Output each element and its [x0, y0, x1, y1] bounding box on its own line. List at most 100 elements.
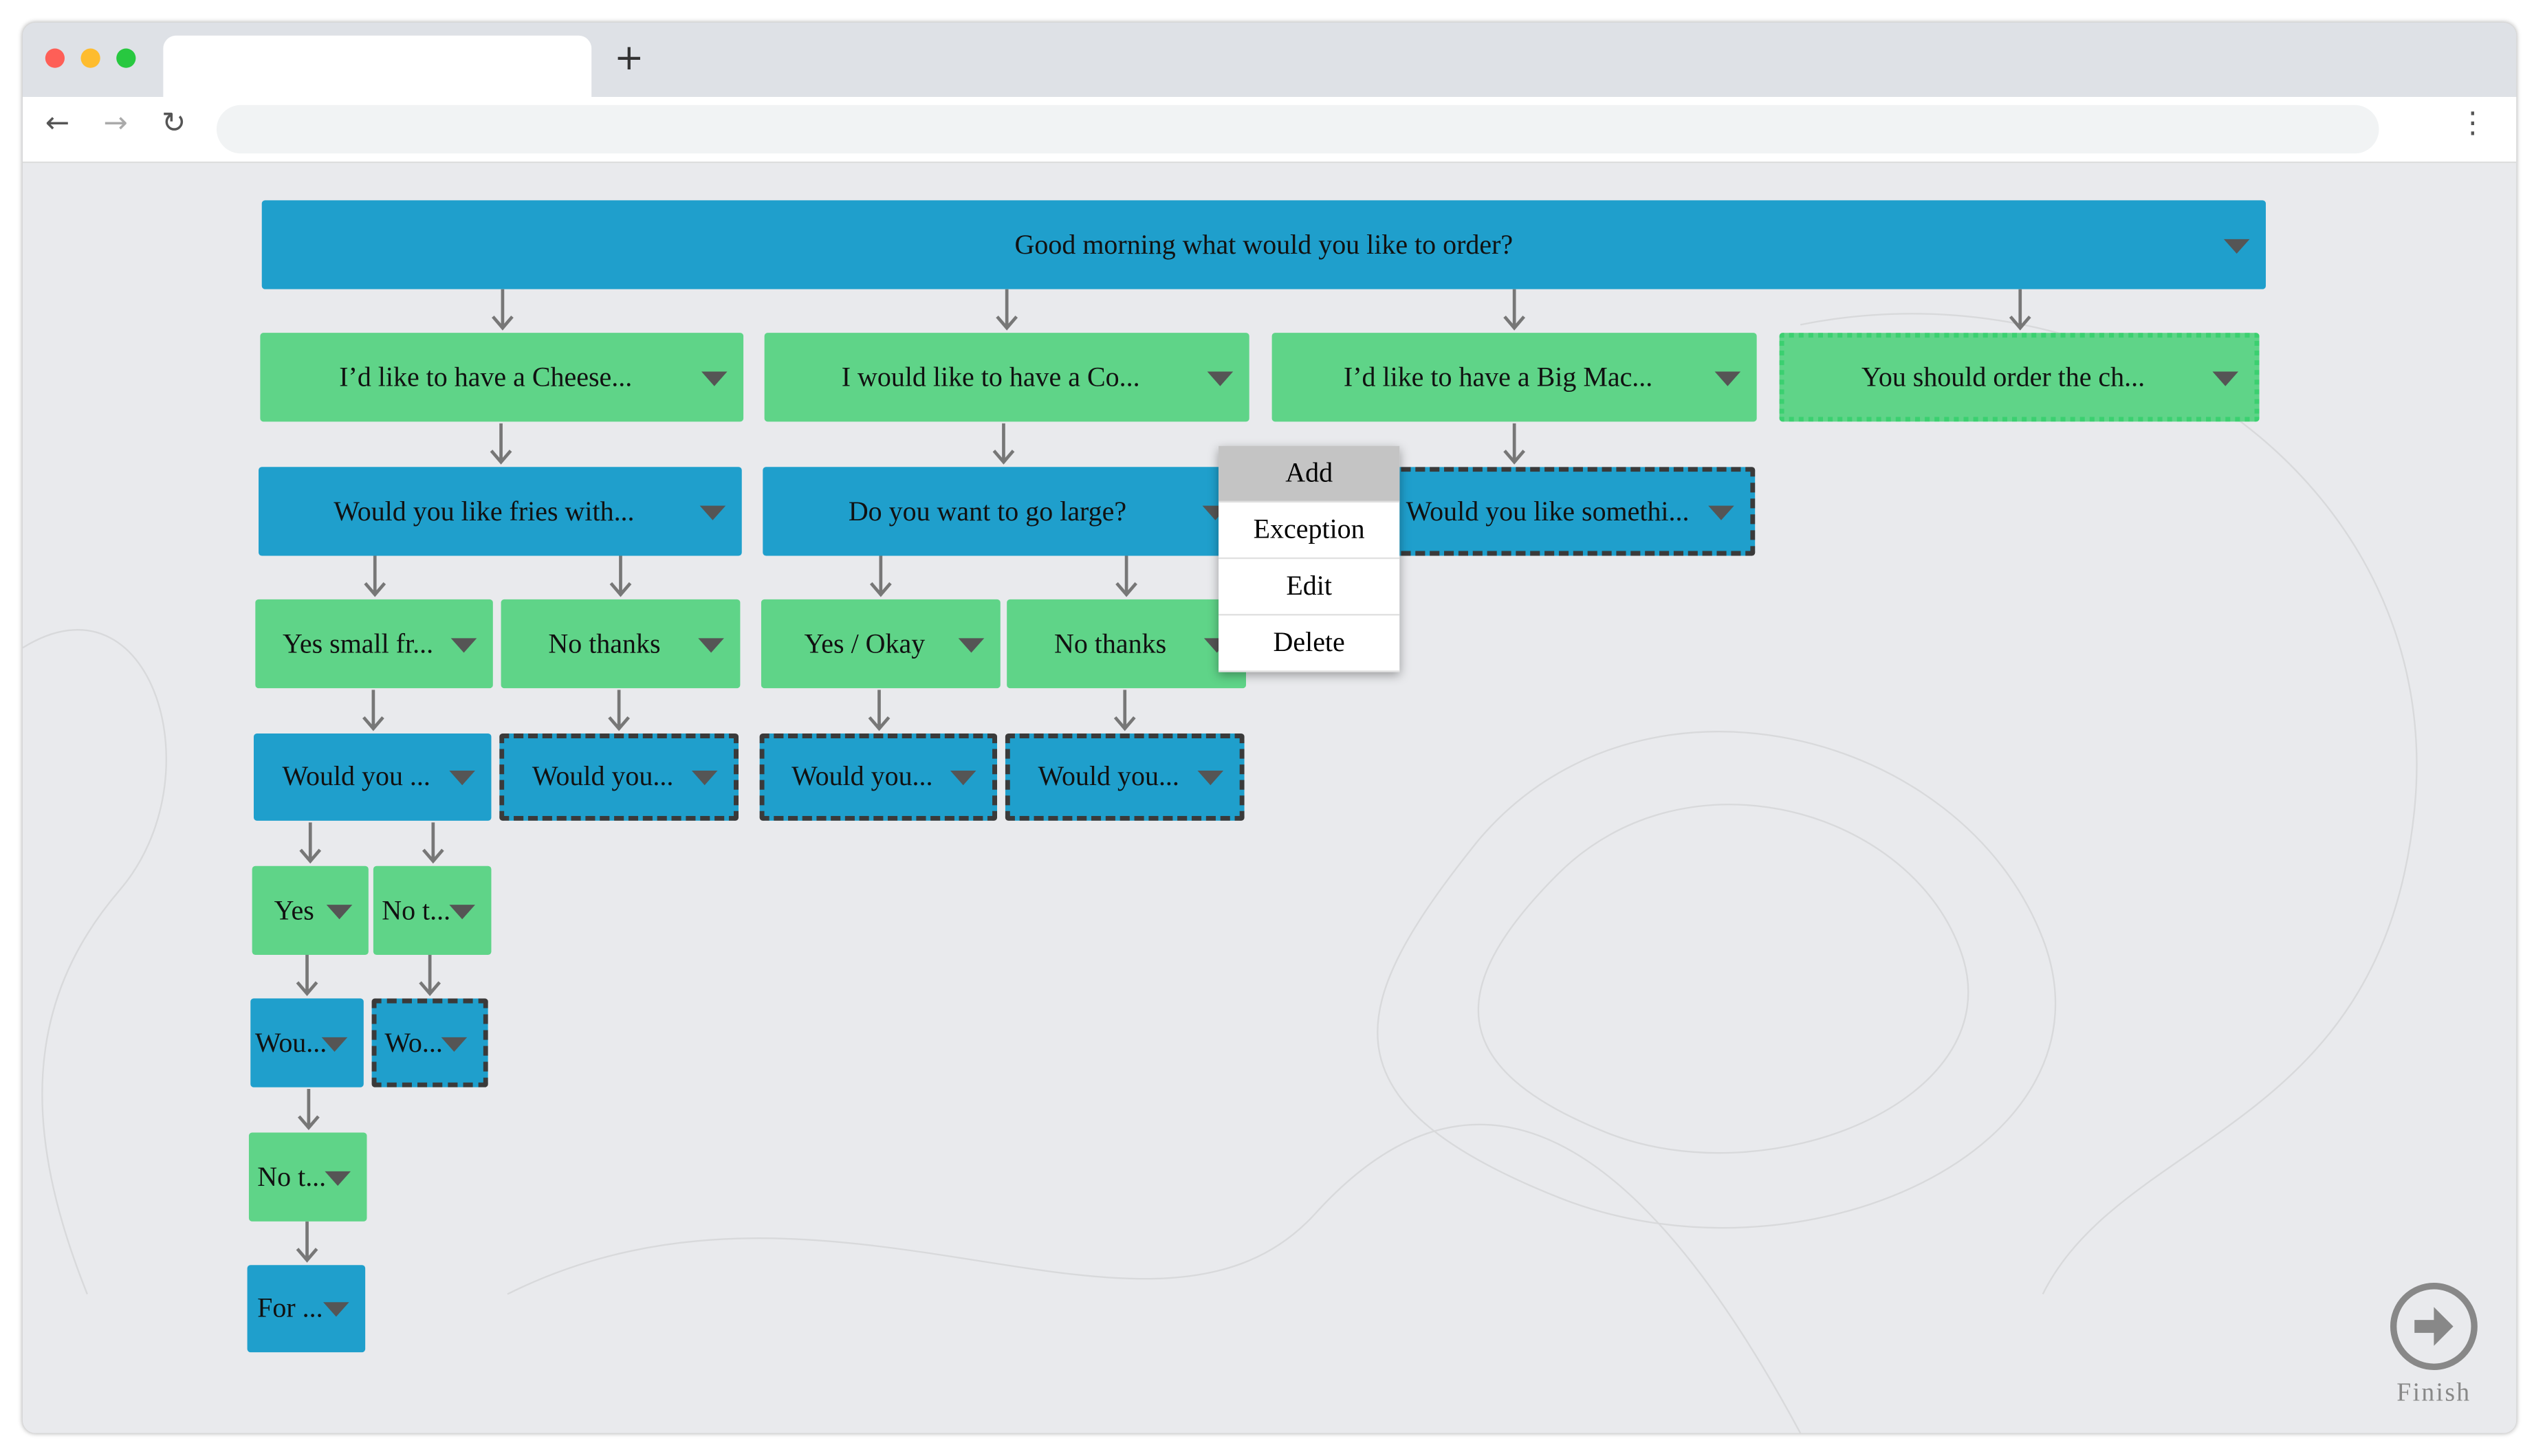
question-node[interactable]: Wou... — [250, 998, 364, 1088]
minimize-window-button[interactable] — [80, 48, 100, 68]
connector-arrow-icon — [1503, 423, 1525, 465]
question-node[interactable]: Would you... — [499, 733, 739, 821]
node-label: No t... — [382, 894, 451, 925]
connector-arrow-icon — [489, 423, 512, 465]
answer-node[interactable]: Yes / Okay — [761, 599, 1001, 689]
answer-node[interactable]: I’d like to have a Cheese... — [260, 333, 744, 422]
close-window-button[interactable] — [45, 48, 65, 68]
arrow-right-circle-icon — [2390, 1283, 2478, 1370]
dropdown-caret-icon[interactable] — [326, 903, 353, 919]
question-node[interactable]: Wo... — [371, 998, 488, 1088]
answer-node[interactable]: Yes small fr... — [255, 599, 493, 689]
node-label: Yes / Okay — [804, 628, 926, 659]
connector-arrow-icon — [609, 555, 632, 597]
node-label: You should order the ch... — [1861, 361, 2145, 392]
browser-menu-icon[interactable]: ⋮ — [2458, 107, 2487, 141]
node-label: I’d like to have a Cheese... — [339, 361, 633, 392]
menu-item-edit[interactable]: Edit — [1219, 559, 1400, 616]
address-bar[interactable] — [216, 104, 2379, 154]
dropdown-caret-icon[interactable] — [1197, 771, 1224, 786]
node-label: Yes — [274, 894, 314, 925]
dropdown-caret-icon[interactable] — [449, 903, 475, 919]
answer-node[interactable]: I’d like to have a Big Mac... — [1271, 333, 1757, 422]
dropdown-caret-icon[interactable] — [691, 771, 718, 786]
menu-item-delete[interactable]: Delete — [1219, 615, 1400, 672]
new-tab-button[interactable]: + — [614, 38, 644, 80]
node-label: No thanks — [1053, 628, 1167, 659]
question-node[interactable]: Good morning what would you like to orde… — [261, 200, 2266, 289]
browser-window: + ← → ↻ ⋮ Add Exception Edit Delete Fini… — [22, 22, 2517, 1433]
connector-arrow-icon — [1115, 555, 1137, 597]
connector-arrow-icon — [996, 289, 1018, 331]
node-label: I’d like to have a Big Mac... — [1343, 361, 1653, 392]
node-label: Would you... — [1038, 760, 1179, 792]
dropdown-caret-icon[interactable] — [325, 1170, 351, 1185]
menu-item-add[interactable]: Add — [1219, 445, 1400, 503]
node-label: No t... — [257, 1160, 327, 1192]
node-label: Good morning what would you like to orde… — [1014, 228, 1514, 260]
node-label: For ... — [257, 1292, 323, 1323]
dropdown-caret-icon[interactable] — [950, 771, 976, 786]
dropdown-caret-icon[interactable] — [699, 505, 726, 520]
dropdown-caret-icon[interactable] — [698, 637, 724, 652]
finish-label: Finish — [2396, 1380, 2471, 1408]
dropdown-caret-icon[interactable] — [449, 771, 475, 786]
dropdown-caret-icon[interactable] — [450, 637, 477, 652]
node-label: Would you ... — [282, 760, 430, 792]
connector-arrow-icon — [869, 555, 892, 597]
browser-toolbar: ← → ↻ ⋮ — [22, 97, 2517, 164]
connector-arrow-icon — [296, 1089, 319, 1131]
dropdown-caret-icon[interactable] — [2212, 371, 2239, 386]
menu-item-exception[interactable]: Exception — [1219, 503, 1400, 560]
tab-bar: + — [22, 22, 2517, 98]
connector-arrow-icon — [299, 822, 322, 864]
answer-node[interactable]: No thanks — [501, 599, 741, 689]
connector-arrow-icon — [1113, 690, 1136, 731]
back-icon[interactable]: ← — [45, 107, 70, 141]
dropdown-caret-icon[interactable] — [1708, 505, 1734, 520]
connector-arrow-icon — [295, 1221, 318, 1263]
finish-button[interactable]: Finish — [2385, 1281, 2482, 1409]
question-node[interactable]: Would you... — [759, 733, 998, 821]
node-label: Do you want to go large? — [848, 495, 1127, 526]
node-label: No thanks — [548, 628, 661, 659]
connector-arrow-icon — [867, 690, 890, 731]
node-label: Would you like fries with... — [334, 495, 635, 526]
answer-node[interactable]: I would like to have a Co... — [764, 333, 1249, 422]
node-label: Would you like somethi... — [1406, 495, 1690, 526]
question-node[interactable]: Would you ... — [253, 733, 492, 821]
flow-canvas: Add Exception Edit Delete Finish Good mo… — [22, 163, 2517, 1433]
question-node[interactable]: Would you like fries with... — [259, 467, 742, 556]
node-label: Yes small fr... — [283, 628, 434, 659]
question-node[interactable]: Would you... — [1005, 733, 1245, 821]
reload-icon[interactable]: ↻ — [162, 107, 186, 141]
dropdown-caret-icon[interactable] — [2223, 238, 2250, 253]
dropdown-caret-icon[interactable] — [958, 637, 985, 652]
question-node[interactable]: For ... — [247, 1265, 366, 1353]
forward-icon[interactable]: → — [103, 107, 128, 141]
dropdown-caret-icon[interactable] — [321, 1036, 348, 1051]
connector-arrow-icon — [2008, 289, 2031, 331]
maximize-window-button[interactable] — [116, 48, 136, 68]
dropdown-caret-icon[interactable] — [1714, 371, 1741, 386]
dropdown-caret-icon[interactable] — [441, 1036, 468, 1051]
dropdown-caret-icon[interactable] — [323, 1302, 349, 1317]
connector-arrow-icon — [419, 954, 441, 996]
connector-arrow-icon — [490, 289, 513, 331]
dropdown-caret-icon[interactable] — [701, 371, 728, 386]
node-label: Would you... — [791, 760, 933, 792]
dropdown-caret-icon[interactable] — [1207, 371, 1234, 386]
browser-tab[interactable] — [163, 35, 592, 98]
node-label: Wo... — [384, 1026, 443, 1058]
node-context-menu: Add Exception Edit Delete — [1219, 445, 1400, 672]
answer-node[interactable]: No thanks — [1007, 599, 1247, 689]
connector-arrow-icon — [608, 690, 631, 731]
question-node[interactable]: Do you want to go large? — [763, 467, 1245, 556]
answer-node[interactable]: No t... — [373, 865, 492, 955]
answer-node[interactable]: Yes — [252, 865, 369, 955]
node-label: Wou... — [254, 1026, 327, 1058]
answer-node[interactable]: No t... — [248, 1132, 367, 1222]
answer-node[interactable]: You should order the ch... — [1779, 333, 2260, 422]
node-label: I would like to have a Co... — [841, 361, 1140, 392]
node-label: Would you... — [532, 760, 674, 792]
